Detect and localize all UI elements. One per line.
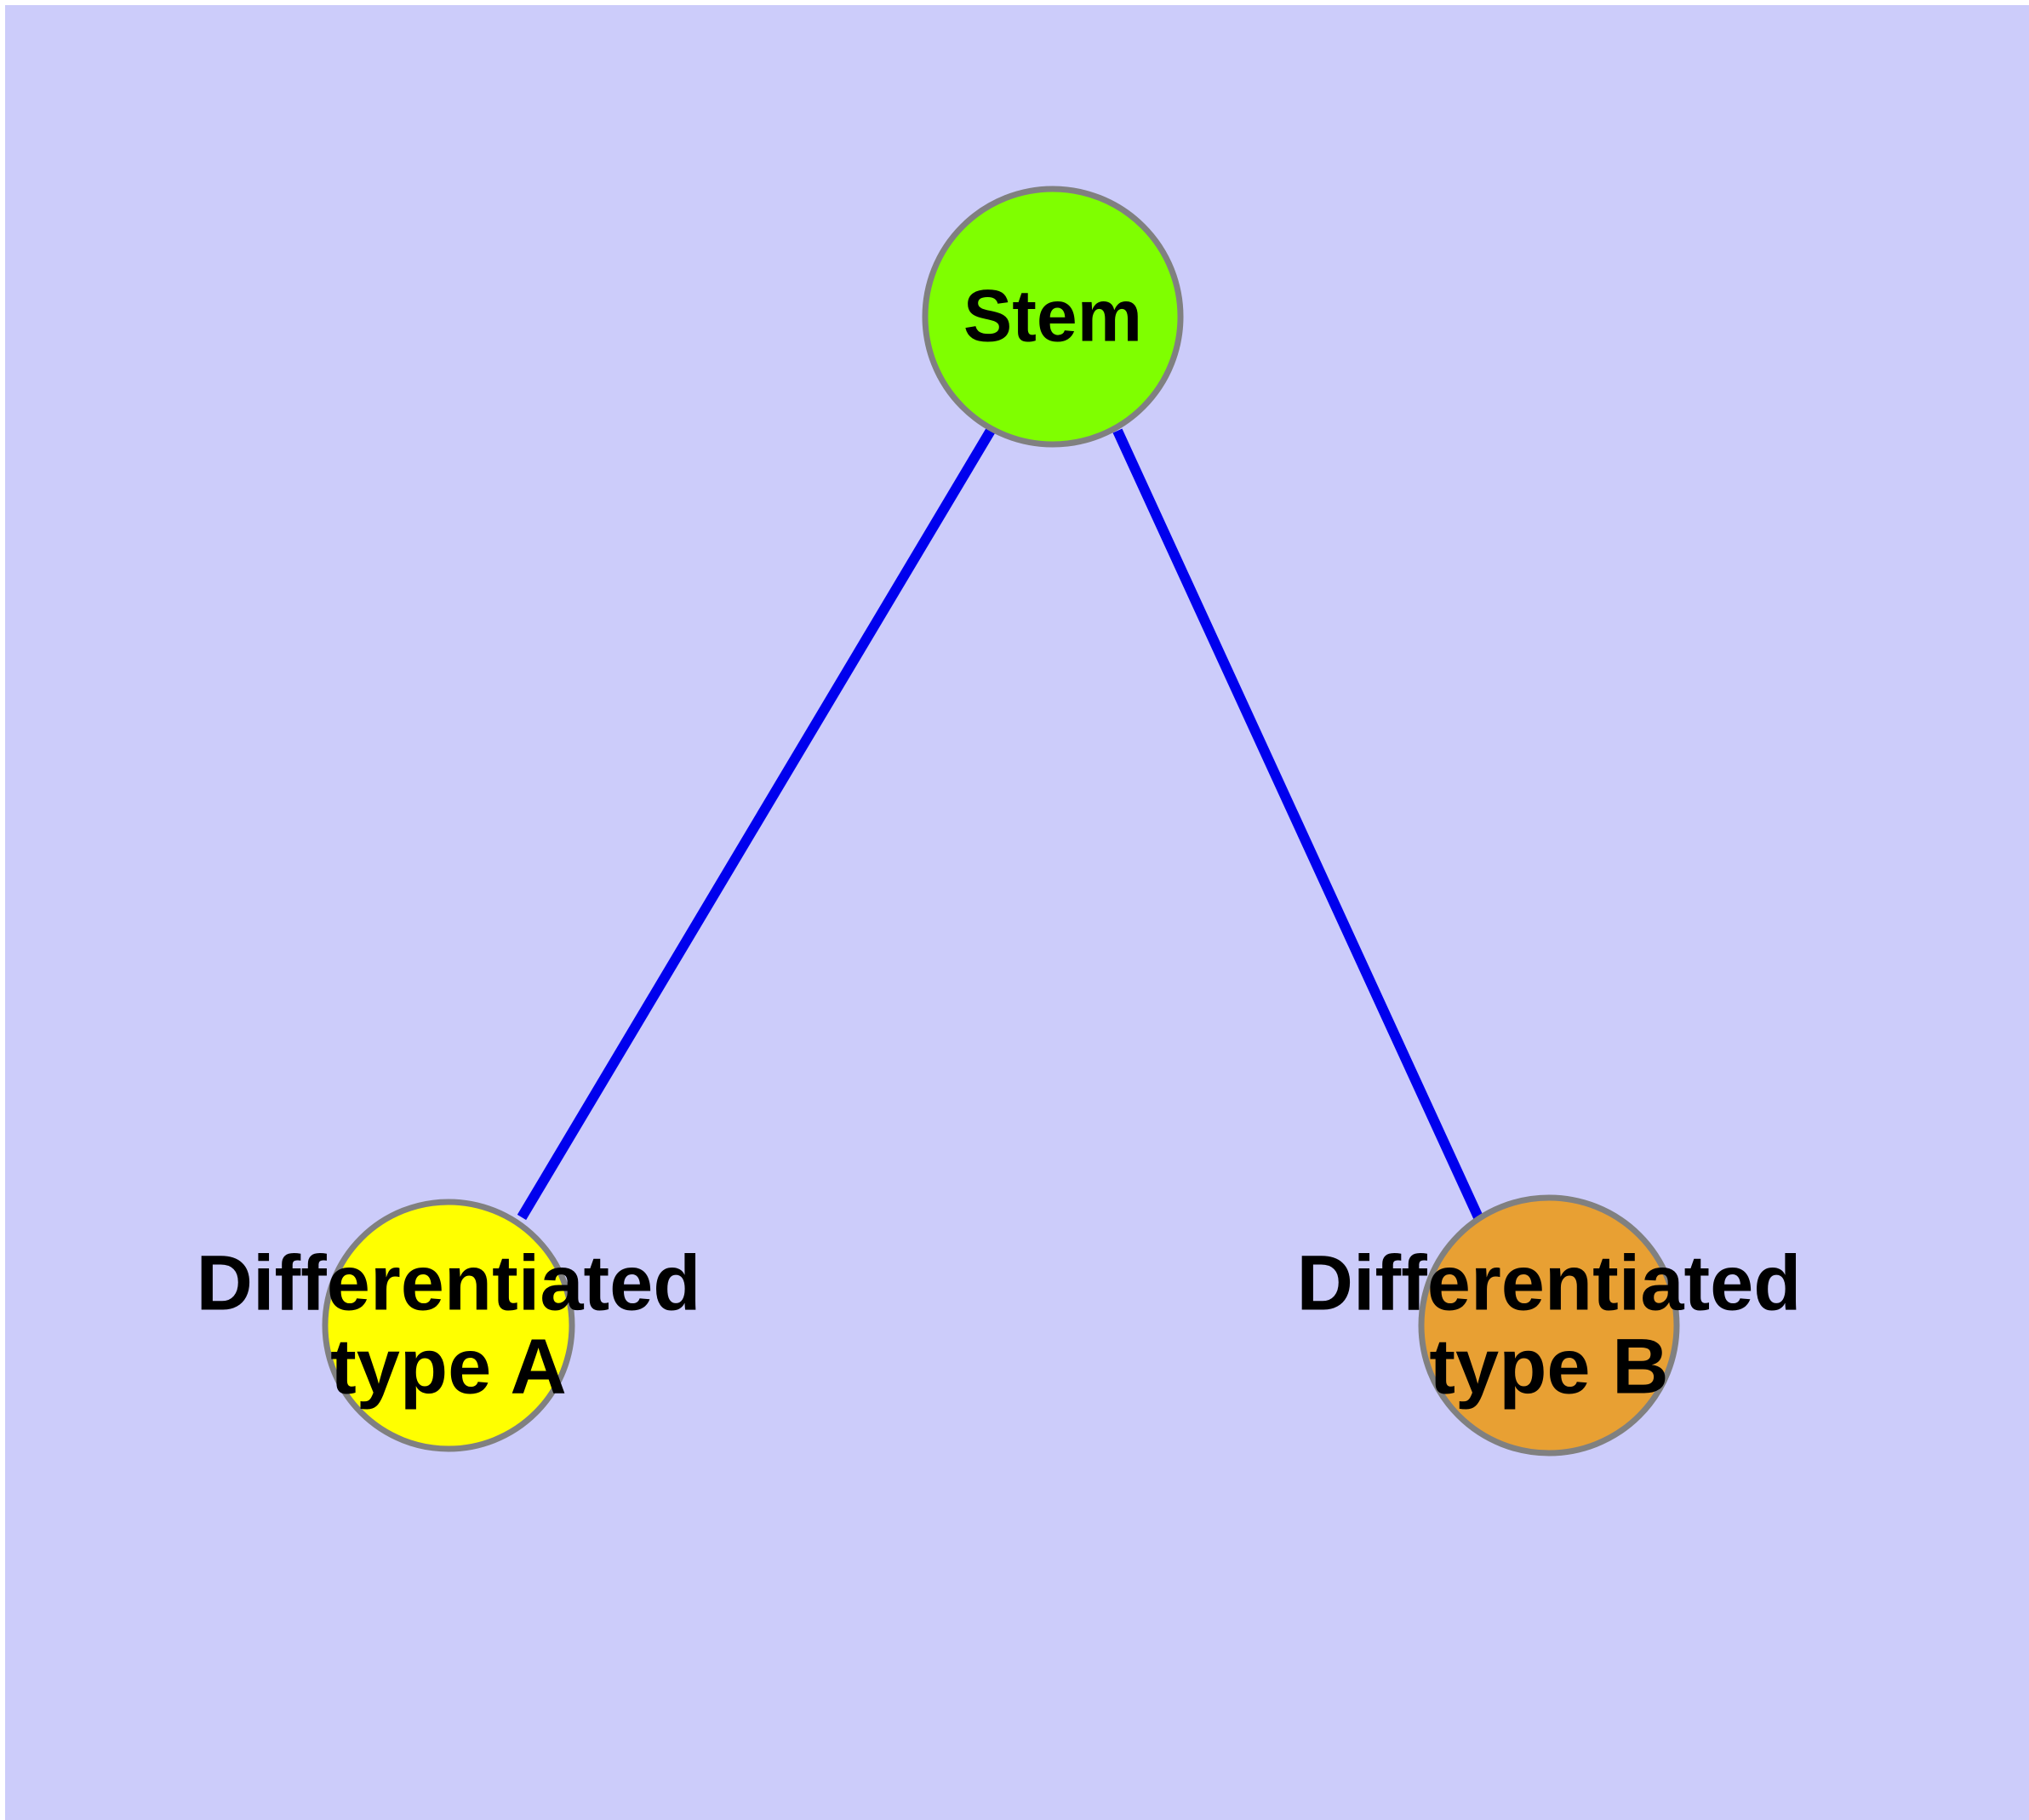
edge-stem-diff-b[interactable] [1112, 428, 1483, 1220]
edges-group [517, 426, 1483, 1221]
node-circle-diff-b[interactable] [1418, 1194, 1680, 1457]
edge-stem-diff-a[interactable] [517, 426, 997, 1221]
node-circle-diff-a[interactable] [322, 1199, 575, 1452]
node-circle-stem[interactable] [922, 186, 1184, 448]
nodes-group [322, 186, 1680, 1457]
